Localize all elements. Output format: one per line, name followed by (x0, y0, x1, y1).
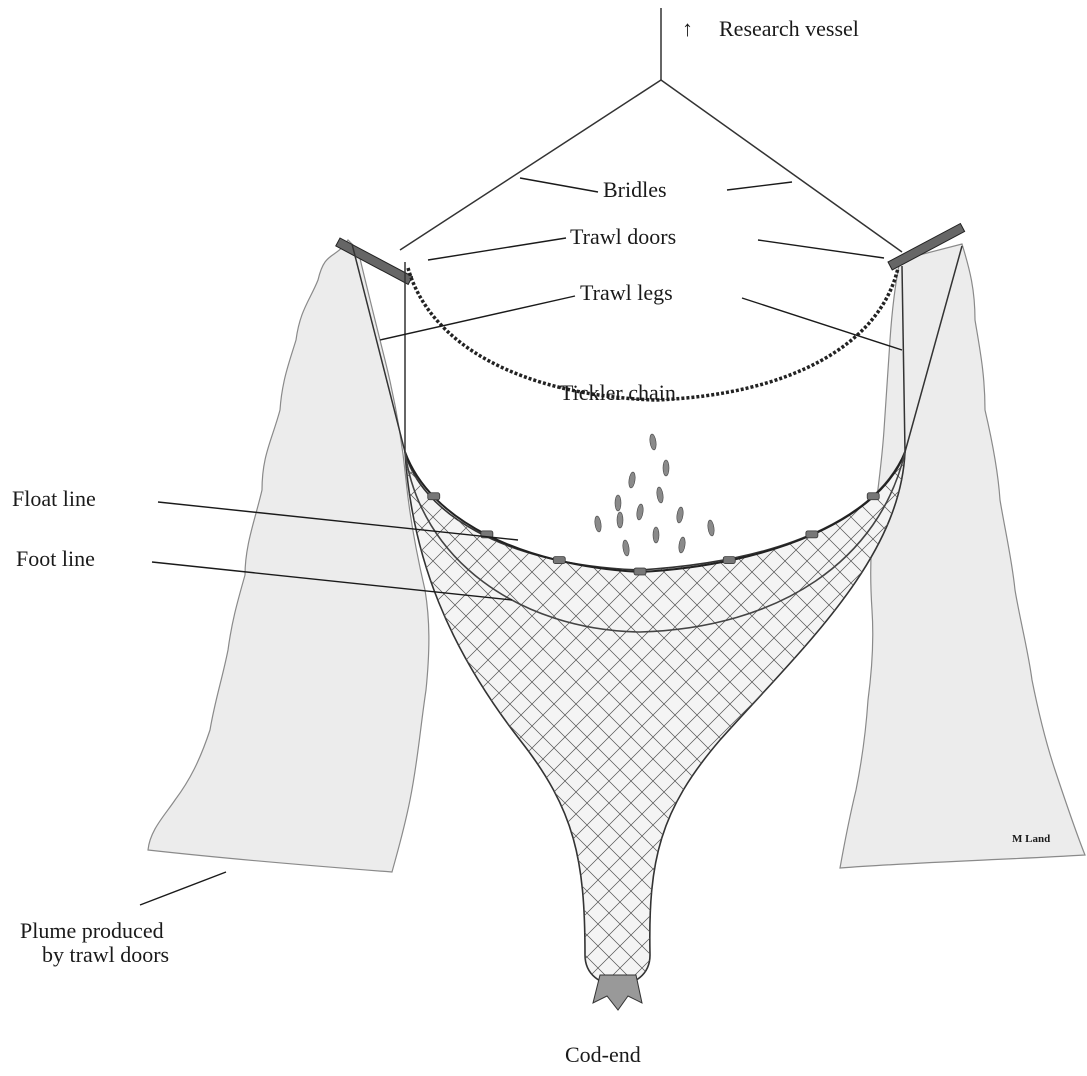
bridles-label: Bridles (603, 177, 667, 202)
trawl-legs-leader-left (380, 296, 575, 340)
plume-label-line2: by trawl doors (42, 942, 169, 967)
fish (617, 512, 623, 528)
float-buoy (723, 557, 735, 564)
fish (649, 434, 657, 451)
mesh-strand (0, 440, 212, 1000)
fish (636, 504, 644, 521)
trawl-legs-label: Trawl legs (580, 280, 673, 305)
cod-end-label: Cod-end (565, 1042, 641, 1067)
bridles-leader-right (727, 182, 792, 190)
right-bridle (661, 80, 902, 252)
float-buoy (428, 493, 440, 500)
mesh-strand (0, 440, 70, 1000)
plume-label-line1: Plume produced (20, 918, 164, 943)
trawl-legs-leader-right (742, 298, 902, 350)
mesh-strand (0, 440, 234, 1000)
fish (653, 527, 659, 543)
mesh-strand (0, 440, 246, 1000)
trawl-doors-label: Trawl doors (570, 224, 676, 249)
mesh-strand (0, 440, 180, 1000)
float-line-label: Float line (12, 486, 96, 511)
mesh-strand (0, 440, 102, 1000)
float-buoy (806, 531, 818, 538)
mesh-strand (0, 440, 4, 1000)
fish (622, 540, 630, 557)
fish (594, 516, 602, 533)
mesh-strand (0, 440, 146, 1000)
mesh-strand (0, 440, 48, 1000)
mesh-strand (1082, 440, 1087, 1000)
mesh-strand (0, 440, 124, 1000)
mesh-strand (1060, 440, 1087, 1000)
fish (615, 495, 621, 511)
left-plume (148, 240, 429, 872)
mesh-strand (0, 440, 136, 1000)
mesh-strand (0, 440, 168, 1000)
fish (656, 487, 664, 504)
fish (628, 472, 636, 489)
bridles-leader-left (520, 178, 598, 192)
mesh-strand (0, 440, 202, 1000)
mesh-strand (0, 440, 14, 1000)
mesh-strand (0, 440, 36, 1000)
mesh-strand (0, 440, 158, 1000)
cod-end-tip (593, 975, 642, 1010)
mesh-strand (0, 440, 58, 1000)
fish-school (594, 434, 715, 557)
mesh-strand (0, 440, 92, 1000)
mesh-strand (0, 440, 224, 1000)
plume-leader (140, 872, 226, 905)
float-buoy (867, 493, 879, 500)
trawl-doors-leader-left (428, 238, 566, 260)
right-plume (840, 244, 1085, 868)
fish (676, 507, 684, 524)
float-buoy (634, 568, 646, 575)
float-buoy (553, 557, 565, 564)
fish (678, 537, 686, 554)
mesh-strand (0, 440, 26, 1000)
vessel-arrow-glyph: ↑ (682, 16, 693, 41)
mesh-strand (1038, 440, 1087, 1000)
mesh-strand (0, 440, 190, 1000)
trawl-doors-leader-right (758, 240, 884, 258)
foot-line-label: Foot line (16, 546, 95, 571)
mesh-strand (0, 440, 114, 1000)
mesh-strand (0, 440, 80, 1000)
tickler-chain-label: Tickler chain (560, 380, 676, 405)
research-vessel-label: Research vessel (719, 16, 859, 41)
fish (707, 520, 715, 537)
fish (663, 460, 669, 476)
artist-signature: M Land (1012, 833, 1050, 845)
